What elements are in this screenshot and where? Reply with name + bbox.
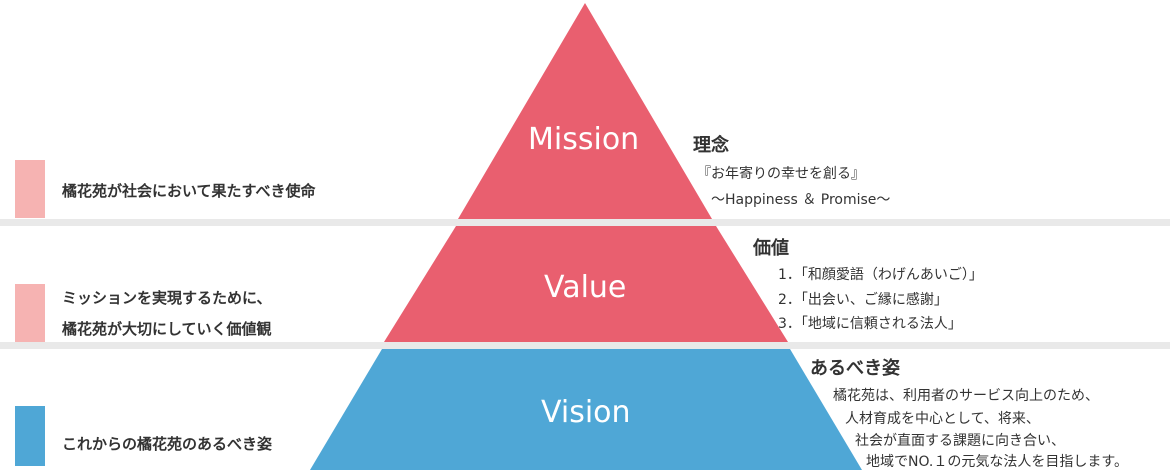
mission-line-2: ～Happiness ＆ Promise～: [711, 192, 891, 208]
vision-line-1: 橘花苑は、利用者のサービス向上のため、: [833, 388, 1099, 404]
band-upper: [0, 219, 1170, 226]
bar-mission: [15, 160, 45, 218]
bar-vision: [15, 406, 45, 466]
vision-line-4: 地域でNO.１の元気な法人を目指します。: [866, 454, 1128, 470]
vision-heading: あるべき姿: [810, 358, 900, 379]
bar-value: [15, 284, 45, 342]
value-line-3: 3．「地域に信頼される法人」: [778, 316, 962, 332]
mission-line-1: 『お年寄りの幸せを創る』: [697, 166, 865, 182]
mission-word: Mission: [528, 122, 640, 157]
value-left-label-line1: ミッションを実現するために、: [62, 289, 272, 307]
vision-left-label: これからの橘花苑のあるべき姿: [62, 435, 273, 453]
mission-left-label: 橘花苑が社会において果たすべき使命: [62, 182, 316, 200]
pyramid-tier-vision: [310, 349, 862, 470]
pyramid-tier-mission: [458, 3, 712, 219]
value-left-label-line2: 橘花苑が大切にしていく価値観: [62, 320, 272, 338]
value-heading: 価値: [753, 238, 789, 259]
band-lower: [0, 342, 1170, 349]
mission-heading: 理念: [693, 135, 729, 156]
vision-word: Vision: [541, 395, 631, 430]
pyramid-tier-value: [384, 226, 788, 342]
vision-line-2: 人材育成を中心として、将来、: [845, 411, 1040, 427]
value-line-2: 2．「出会い、ご縁に感謝」: [778, 292, 948, 308]
value-line-1: 1．「和顔愛語（わげんあいご）」: [778, 267, 983, 283]
value-word: Value: [544, 270, 627, 305]
vision-line-3: 社会が直面する課題に向き合い、: [855, 433, 1065, 449]
